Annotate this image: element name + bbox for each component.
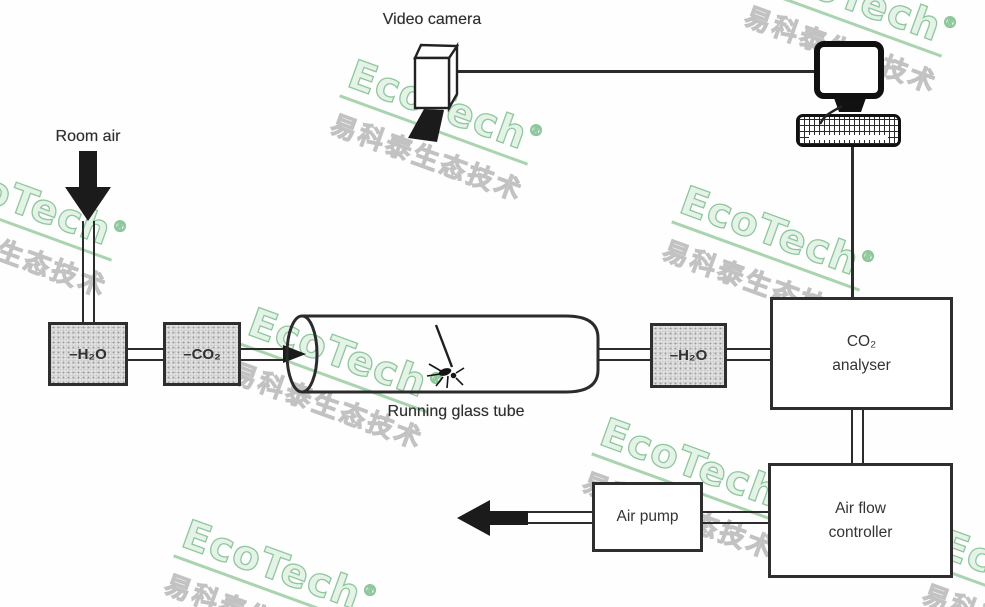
air-flow-controller-box: Air flow controller	[768, 463, 953, 578]
air-pump-box: Air pump	[592, 482, 703, 552]
tube-controller-to-pump	[703, 511, 768, 524]
room-air-inlet-tube	[82, 221, 95, 322]
arrow-down-icon	[65, 151, 111, 221]
arrow-right-icon	[283, 345, 306, 363]
tube-pump-to-exhaust	[528, 511, 592, 524]
tube-glass-tube-to-h2o	[598, 348, 650, 361]
crt-monitor-icon	[814, 41, 884, 99]
video-camera-label: Video camera	[382, 11, 482, 28]
watermark-underline	[339, 94, 529, 166]
watermark-chinese: 易科泰生态技术	[326, 109, 528, 208]
watermark-ecotech: EcoTech® 易科泰生态技术	[226, 299, 447, 455]
camera-3d-icon	[408, 42, 460, 142]
co2-analyser-box: CO₂ analyser	[770, 297, 953, 410]
tube-analyser-to-controller	[851, 410, 864, 463]
computer-analyser-cable	[851, 146, 854, 298]
running-glass-tube-label: Running glass tube	[387, 403, 525, 420]
h2o-trap-box-inlet: –H₂O	[48, 322, 128, 386]
co2-trap-box: –CO₂	[163, 322, 241, 386]
insect-icon	[426, 324, 465, 389]
tube-h2o-to-co2	[128, 348, 163, 361]
watermark-brand: EcoTech®	[341, 51, 547, 159]
camera-mount	[408, 109, 444, 142]
monitor-stand	[834, 98, 866, 112]
camera-monitor-cable	[457, 70, 815, 73]
tube-co2-to-glass-tube	[241, 348, 286, 361]
room-air-label: Room air	[55, 128, 121, 145]
tube-h2o-to-analyser	[727, 348, 770, 361]
glass-tube	[285, 314, 600, 394]
h2o-trap-box-outlet: –H₂O	[650, 323, 727, 388]
watermark-ecotech: EcoTech® 易科泰生态技术	[135, 505, 436, 607]
keyboard-icon	[796, 114, 901, 147]
keyboard-spacebar	[809, 135, 888, 140]
watermark-ecotech: EcoTech® 易科泰生态技术	[301, 45, 602, 244]
arrow-left-icon	[457, 500, 528, 536]
